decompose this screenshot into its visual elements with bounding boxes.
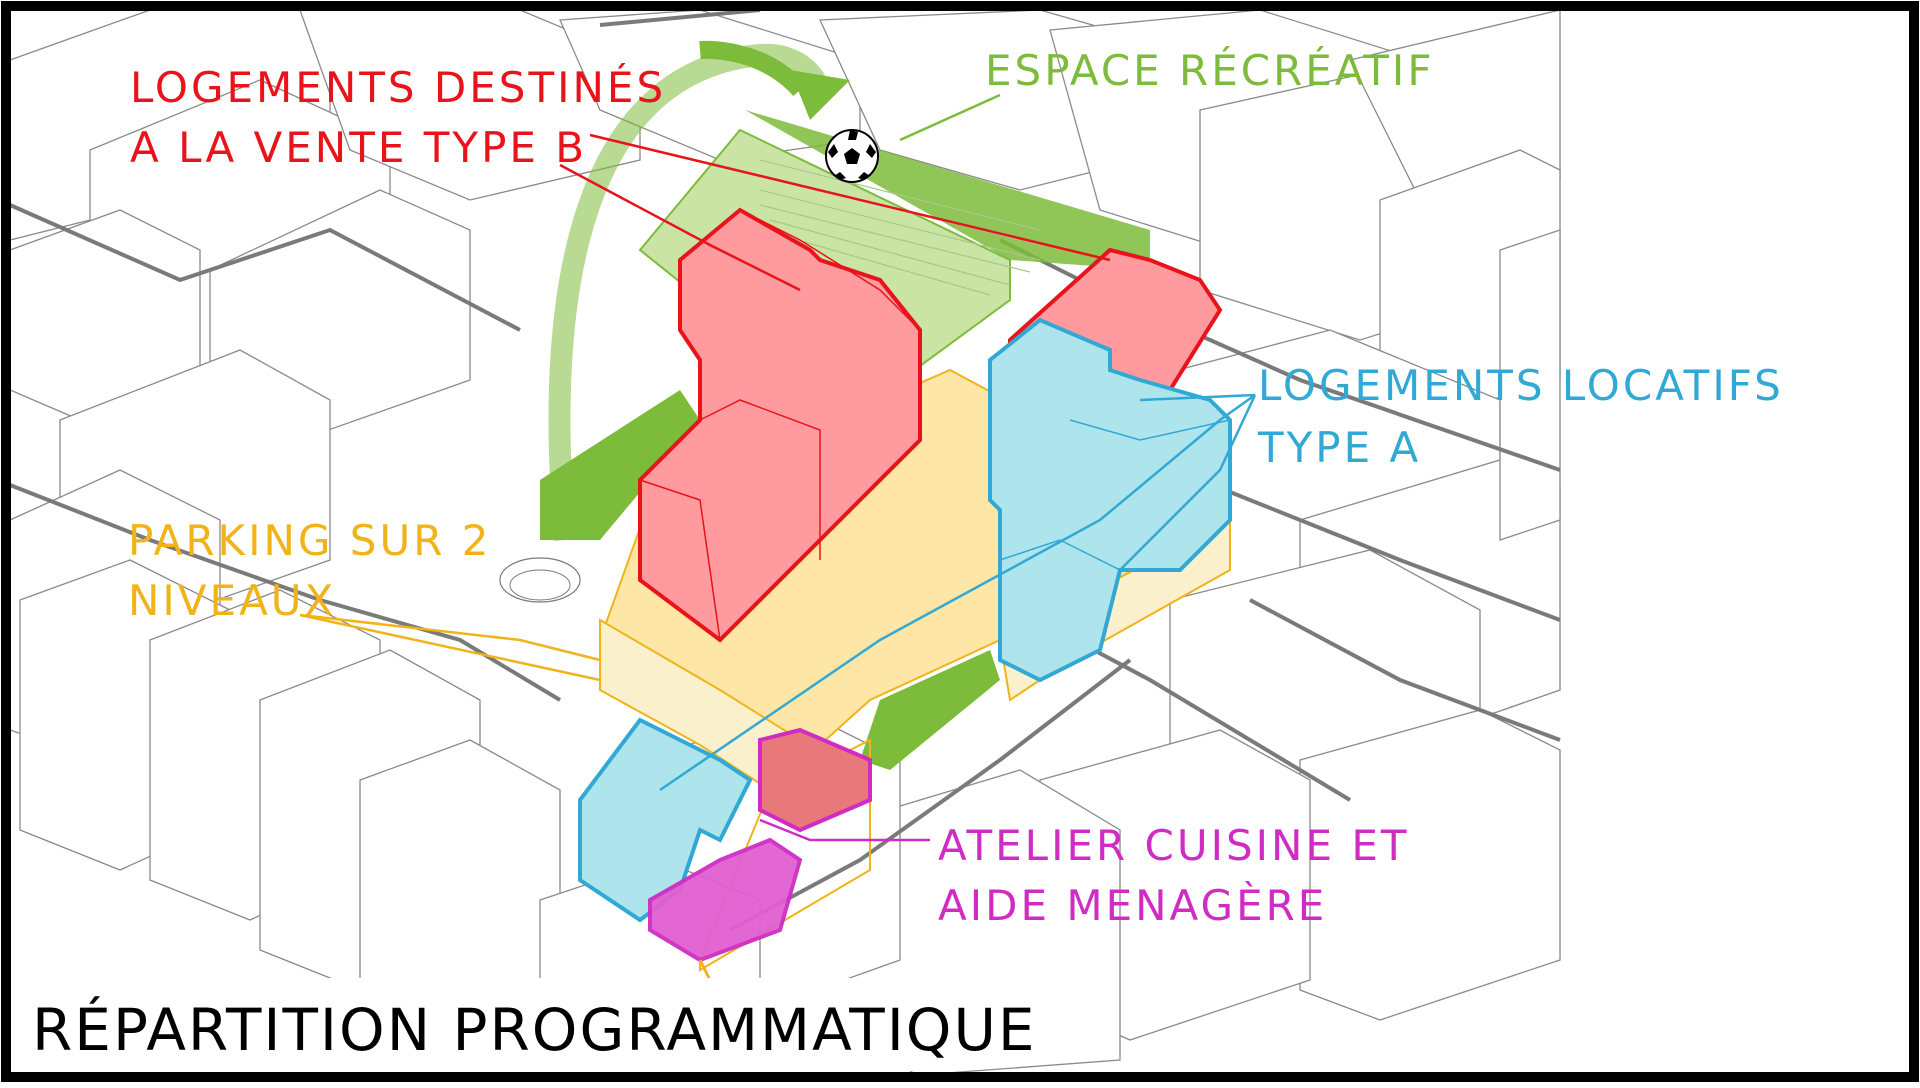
label-logements-locatifs-line1: LOGEMENTS LOCATIFS	[1258, 361, 1784, 410]
label-logements-vente-line1: LOGEMENTS DESTINÉS	[130, 62, 666, 112]
label-logements-locatifs: LOGEMENTS LOCATIFS TYPE A	[1257, 361, 1784, 472]
label-atelier: ATELIER CUISINE ET AIDE MENAGÈRE	[938, 821, 1410, 930]
label-parking-line1: PARKING SUR 2	[128, 516, 491, 565]
label-parking: PARKING SUR 2 NIVEAUX	[128, 516, 491, 625]
soccer-ball-icon	[825, 129, 879, 183]
logements-locatifs-blocks	[578, 317, 1232, 923]
label-espace-recreatif-line1: ESPACE RÉCRÉATIF	[985, 45, 1434, 95]
label-atelier-line1: ATELIER CUISINE ET	[938, 821, 1410, 870]
title-background	[10, 978, 910, 1073]
context-buildings	[9, 9, 1561, 1076]
label-logements-locatifs-line2: TYPE A	[1257, 423, 1421, 472]
label-parking-line2: NIVEAUX	[128, 576, 336, 625]
label-logements-vente-line2: A LA VENTE TYPE B	[130, 123, 587, 172]
label-atelier-line2: AIDE MENAGÈRE	[938, 880, 1327, 930]
label-espace-recreatif: ESPACE RÉCRÉATIF	[985, 45, 1434, 95]
leader-lines	[299, 93, 1257, 842]
context-plot-lines	[9, 8, 1561, 932]
label-logements-vente: LOGEMENTS DESTINÉS A LA VENTE TYPE B	[130, 62, 666, 172]
curved-arrow-icon	[548, 40, 850, 541]
page-title: RÉPARTITION PROGRAMMATIQUE	[32, 995, 1037, 1064]
